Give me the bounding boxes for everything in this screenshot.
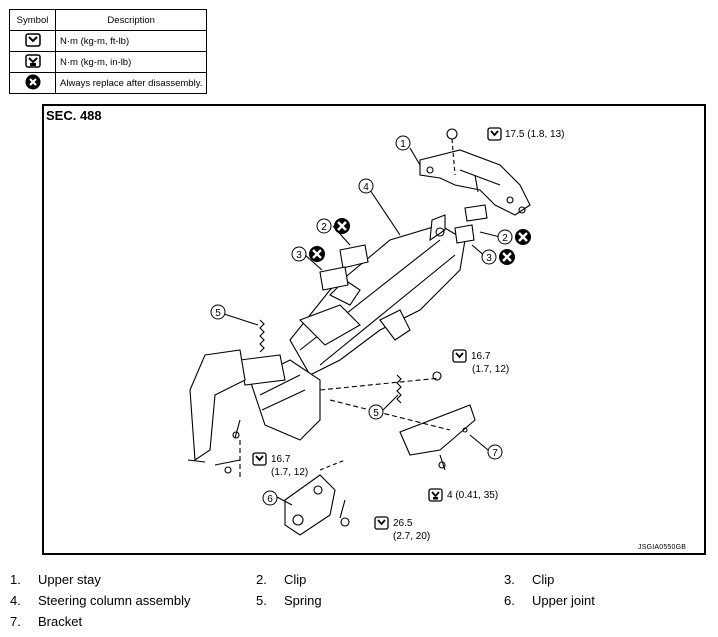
torque-value: 16.7 [271,454,291,465]
callout-5: 5 [368,404,384,420]
svg-text:5: 5 [373,408,379,419]
torque-wrench-icon [452,349,467,363]
replace-x-icon [307,244,327,264]
svg-text:6: 6 [267,494,273,505]
svg-text:5: 5 [215,308,221,319]
list-item: 2.Clip [256,572,307,587]
callout-2: 2 [497,229,513,245]
replace-x-icon [25,74,40,89]
torque-wrench-icon [24,32,41,47]
list-item: 4.Steering column assembly [10,593,191,608]
section-label: SEC. 488 [46,108,102,123]
torque-sub: (1.7, 12) [472,364,510,375]
list-item: 6.Upper joint [504,593,595,608]
list-item: 7.Bracket [10,614,83,629]
torque-value: 17.5 (1.8, 13) [505,129,565,140]
legend-description: Always replace after disassembly. [54,72,208,94]
torque-wrench-filled-icon [428,488,443,502]
svg-text:7: 7 [492,448,498,459]
svg-text:1: 1 [400,139,406,150]
callout-5: 5 [210,304,226,320]
torque-value: 4 (0.41, 35) [447,490,499,501]
callouts: 1 4 2 3 2 3 5 5 7 6 [210,135,513,506]
replace-x-icon [497,247,517,267]
torque-icons [252,127,502,530]
torque-sub: (1.7, 12) [271,467,309,478]
torque-value: 16.7 [471,351,491,362]
torque-wrench-icon [487,127,502,141]
list-item: 3.Clip [504,572,555,587]
callout-3: 3 [291,246,307,262]
torque-sub: (2.7, 20) [393,531,431,542]
assembly-drawing [187,128,531,536]
callout-7: 7 [487,444,503,460]
figure-code: JSGIA0550GB [638,544,687,551]
replace-x-icon [513,227,533,247]
replace-x-icon [332,216,352,236]
symbol-legend-table: Symbol Description N·m (kg-m, ft-lb) N·m… [9,9,208,94]
svg-text:3: 3 [296,250,302,261]
svg-text:3: 3 [486,253,492,264]
torque-wrench-filled-icon [24,53,41,68]
callout-6: 6 [262,490,278,506]
legend-row: N·m (kg-m, in-lb) [9,51,208,73]
svg-text:4: 4 [363,182,369,193]
svg-text:2: 2 [321,222,327,233]
callout-4: 4 [358,178,374,194]
torque-value: 26.5 [393,518,413,529]
list-item: 1.Upper stay [10,572,101,587]
callout-2: 2 [316,218,332,234]
diagram-frame [42,104,706,555]
legend-row: N·m (kg-m, ft-lb) [9,30,208,52]
torque-wrench-icon [252,452,267,466]
list-item: 5.Spring [256,593,322,608]
svg-text:2: 2 [502,233,508,244]
callout-1: 1 [395,135,411,151]
callout-3: 3 [481,249,497,265]
torque-wrench-icon [374,516,389,530]
legend-row: Always replace after disassembly. [9,72,208,94]
